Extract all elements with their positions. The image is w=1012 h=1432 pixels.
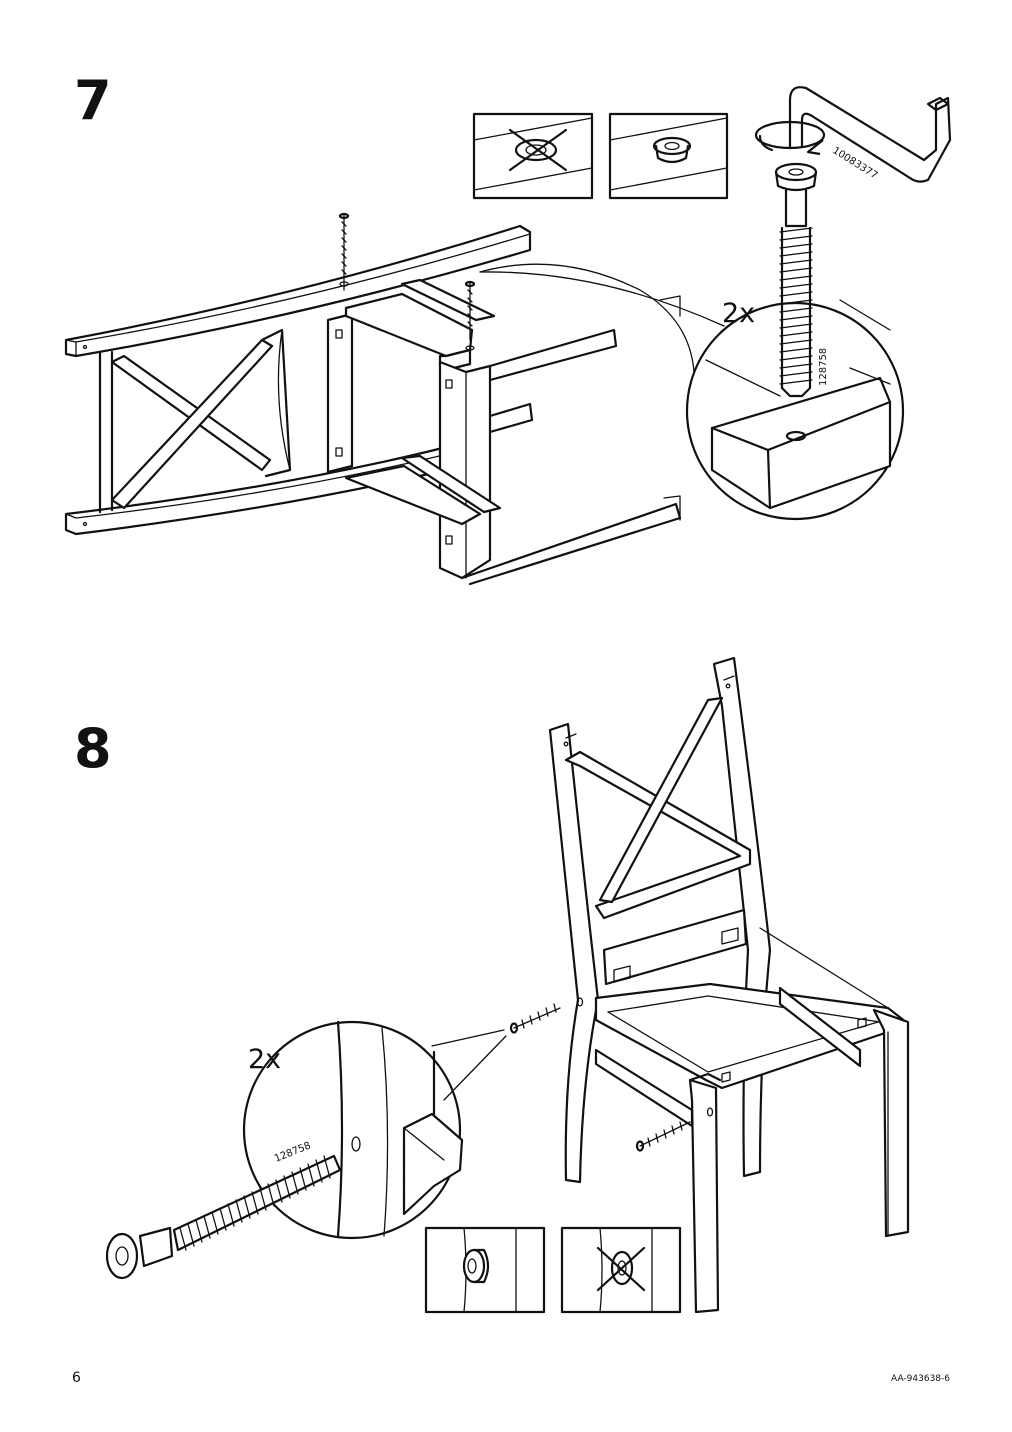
step-8-quantity-label: 2x [248,1044,281,1075]
step-8-screw-part-label: 128758 [273,1140,313,1165]
step-7-chair [64,212,682,586]
step-7-illustration: 10083377 128758 2x [64,86,952,586]
step-7-screw-part-label: 128758 [818,348,829,386]
step-7-incorrect-detail [472,112,594,200]
step-8-chair [509,656,910,1314]
step-7-number: 7 [74,69,112,132]
step-7-zoom-circle [479,263,905,521]
step-8-zoom-circle [242,1020,507,1240]
step-7-correct-detail [608,112,729,200]
step-8-screw-icon [105,1154,342,1280]
step-8-number: 8 [74,717,112,780]
step-8-correct-detail [424,1226,546,1314]
step-7-screw-icon [774,162,818,398]
page-number: 6 [72,1370,81,1386]
step-8-illustration: 128758 2x [105,656,910,1314]
allen-key-icon [754,86,952,183]
step-8-incorrect-detail [560,1226,682,1314]
document-id: AA-943638-6 [891,1374,950,1384]
